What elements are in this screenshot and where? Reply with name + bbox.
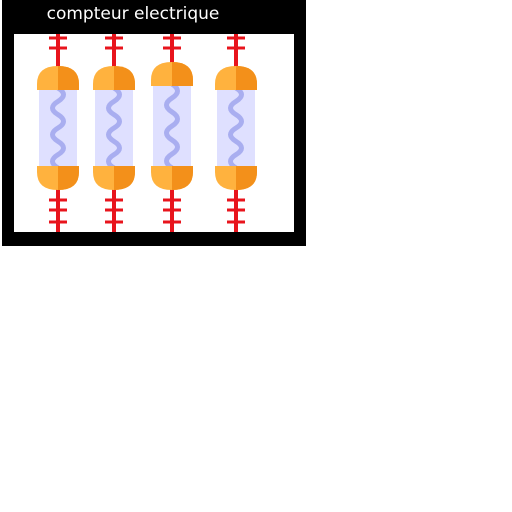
fuse-drawing <box>37 34 257 232</box>
fuse-cap-bottom-shade <box>114 166 135 190</box>
fuse-2 <box>93 34 135 232</box>
fuse-coil <box>164 81 180 171</box>
fuse-coil <box>228 85 244 171</box>
fuse-cap-bottom-shade <box>172 166 193 190</box>
fuse-1 <box>37 34 79 232</box>
fuse-cap-top-shade <box>58 66 79 90</box>
fuse-4 <box>215 34 257 232</box>
meter-title: compteur electrique <box>46 4 220 24</box>
fuse-cap-top-shade <box>114 66 135 90</box>
fuse-3 <box>151 34 193 232</box>
meter-frame: compteur electrique <box>2 0 306 246</box>
fuse-cap-bottom-shade <box>236 166 257 190</box>
meter-panel <box>14 34 294 232</box>
fuse-cap-top-shade <box>172 62 193 86</box>
fuse-coil <box>50 85 66 171</box>
fuse-coil <box>106 85 122 171</box>
fuse-cap-bottom-shade <box>58 166 79 190</box>
fuse-cap-top-shade <box>236 66 257 90</box>
